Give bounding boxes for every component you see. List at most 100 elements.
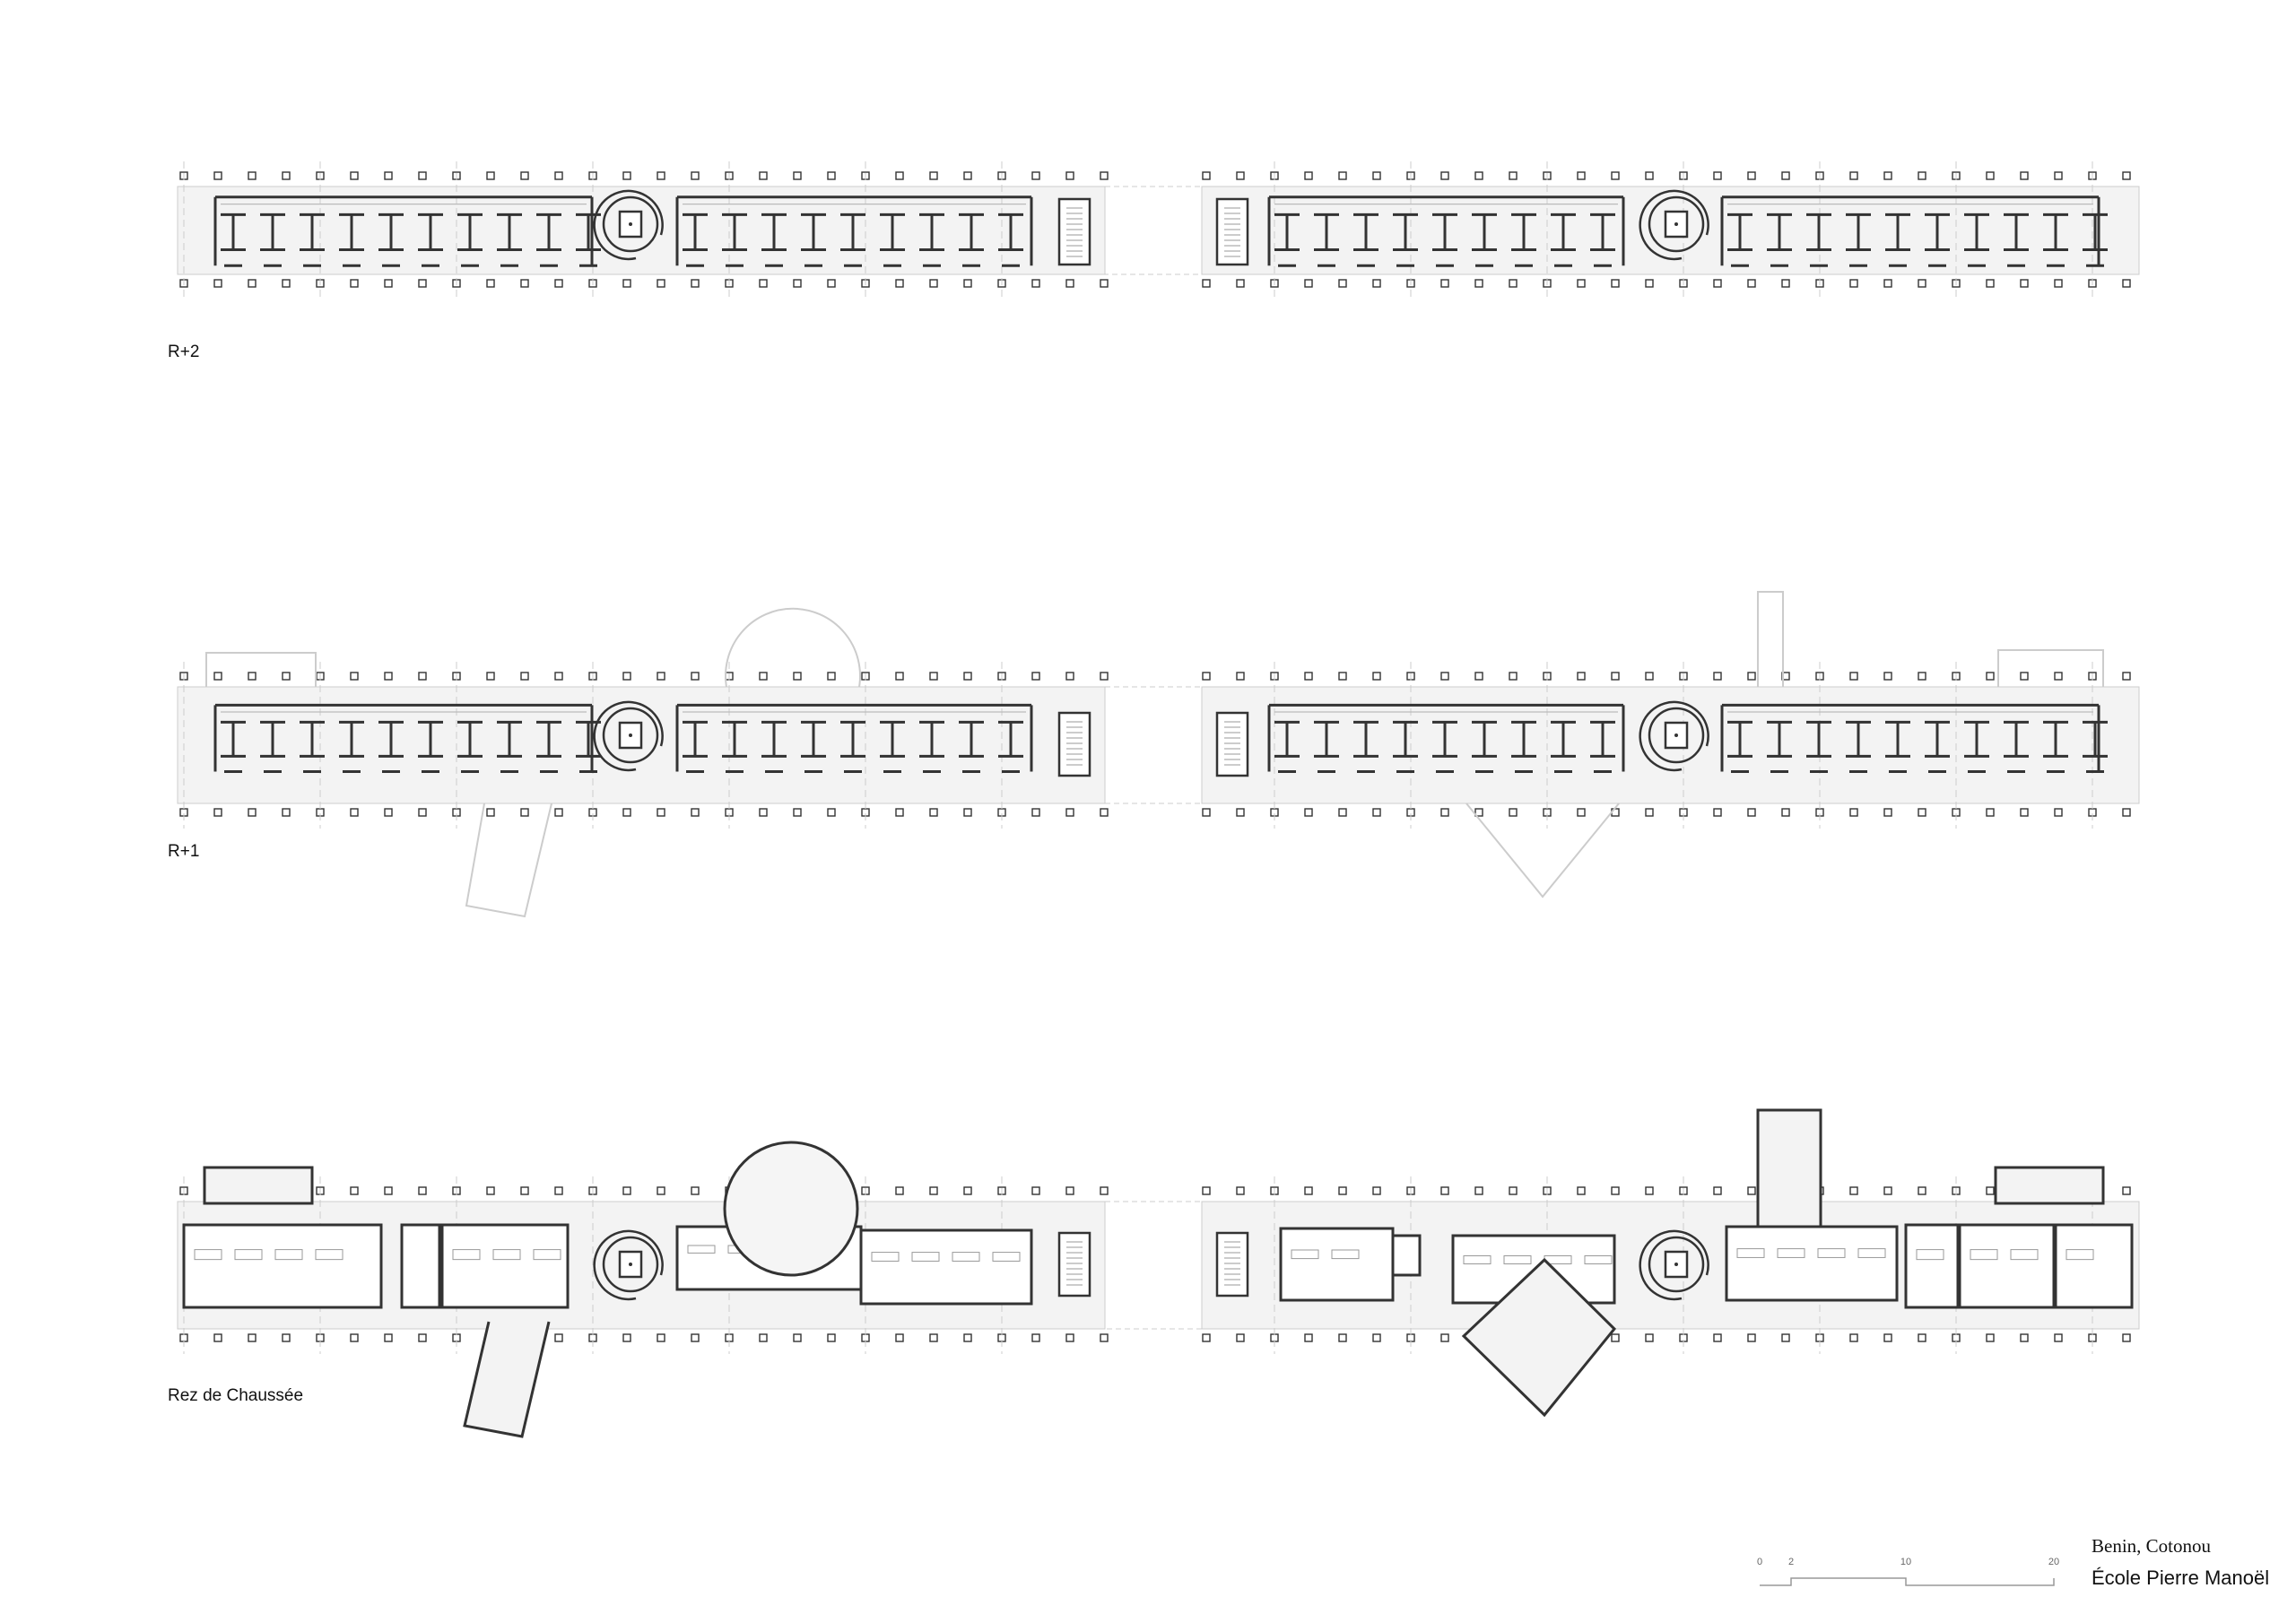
column <box>963 1333 972 1342</box>
partition-wall <box>1551 720 1576 758</box>
column <box>895 672 904 681</box>
column <box>1372 1333 1381 1342</box>
column <box>1509 171 1518 180</box>
partition-wall <box>801 213 826 252</box>
column <box>691 1186 700 1195</box>
furniture <box>1916 1249 1944 1261</box>
column <box>1372 279 1381 288</box>
column <box>1065 1333 1074 1342</box>
column <box>1509 808 1518 817</box>
column <box>1918 1186 1926 1195</box>
corridor-wall <box>1267 195 1625 266</box>
column <box>963 171 972 180</box>
furniture <box>1503 1255 1532 1264</box>
column <box>1883 808 1892 817</box>
partition-wall <box>722 213 747 252</box>
column <box>793 1333 802 1342</box>
column <box>520 808 529 817</box>
column <box>350 1333 359 1342</box>
column <box>2054 808 2063 817</box>
column <box>1474 279 1483 288</box>
straight-stair <box>1057 197 1091 266</box>
partition-wall <box>497 213 522 252</box>
partition-wall <box>1393 720 1418 758</box>
column <box>418 1333 427 1342</box>
furniture <box>1463 1255 1492 1264</box>
room <box>859 1228 1033 1306</box>
column <box>622 1186 631 1195</box>
column <box>1372 171 1381 180</box>
partition-wall <box>260 213 285 252</box>
column <box>1100 171 1109 180</box>
partition-wall <box>418 720 443 758</box>
column <box>282 171 291 180</box>
column <box>1645 171 1654 180</box>
furniture <box>492 1249 521 1261</box>
column <box>1747 672 1756 681</box>
column <box>486 672 495 681</box>
column <box>691 672 700 681</box>
column <box>622 1333 631 1342</box>
column <box>213 672 222 681</box>
column <box>691 171 700 180</box>
column <box>1883 171 1892 180</box>
column <box>1100 1186 1109 1195</box>
partition-wall <box>378 213 404 252</box>
furniture <box>1584 1255 1613 1264</box>
partition-wall <box>919 213 944 252</box>
column <box>384 672 393 681</box>
column <box>929 808 938 817</box>
column <box>1849 672 1858 681</box>
partition-wall <box>1551 213 1576 252</box>
floor-label-r1: R+1 <box>168 842 200 861</box>
column <box>1031 1186 1040 1195</box>
partition-wall <box>1511 213 1536 252</box>
column <box>1338 171 1347 180</box>
column <box>1509 279 1518 288</box>
column <box>554 808 563 817</box>
room <box>2054 1223 2134 1309</box>
column <box>1338 279 1347 288</box>
partition-wall <box>998 213 1023 252</box>
column <box>1747 808 1756 817</box>
column <box>1883 279 1892 288</box>
column <box>895 171 904 180</box>
partition-wall <box>1846 720 1871 758</box>
partition-wall <box>1353 213 1378 252</box>
column <box>1986 808 1995 817</box>
spiral-stair-outer-wall <box>593 189 664 261</box>
pavilion <box>1461 1257 1617 1418</box>
column <box>1338 672 1347 681</box>
partition-wall <box>1885 720 1910 758</box>
column <box>520 672 529 681</box>
column <box>486 1186 495 1195</box>
column <box>657 1333 665 1342</box>
column <box>1236 1333 1245 1342</box>
corridor-wall <box>675 703 1033 772</box>
column <box>1849 279 1858 288</box>
column <box>622 808 631 817</box>
furniture <box>687 1245 716 1254</box>
furniture <box>1291 1249 1319 1260</box>
column <box>1100 808 1109 817</box>
column <box>1202 1333 1211 1342</box>
column <box>759 171 768 180</box>
partition-wall <box>1353 720 1378 758</box>
column <box>1849 171 1858 180</box>
partition-wall <box>1767 213 1792 252</box>
column <box>1986 672 1995 681</box>
round-hall-outline <box>725 607 861 688</box>
partition-wall <box>497 720 522 758</box>
column <box>1474 1186 1483 1195</box>
column <box>1236 808 1245 817</box>
column <box>2020 1333 2029 1342</box>
column <box>2122 279 2131 288</box>
column <box>1304 808 1313 817</box>
column <box>895 279 904 288</box>
partition-wall <box>919 720 944 758</box>
column <box>1986 279 1995 288</box>
column <box>1611 672 1620 681</box>
column <box>1100 279 1109 288</box>
column <box>418 279 427 288</box>
column <box>1645 808 1654 817</box>
